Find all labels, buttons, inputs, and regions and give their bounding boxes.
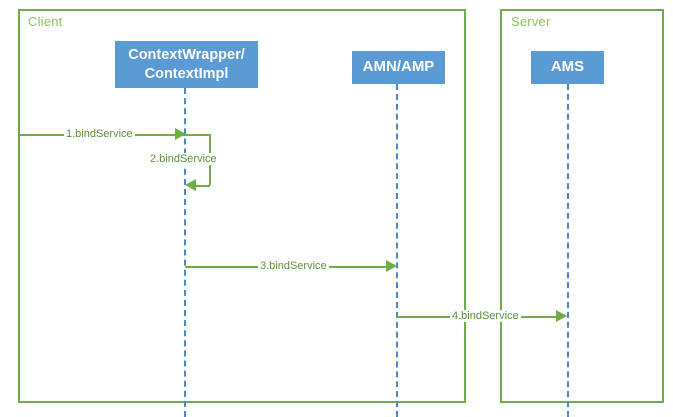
message-4-label: 4.bindService (450, 310, 521, 322)
lifeline-ams (567, 84, 569, 417)
frame-server (500, 9, 664, 403)
message-2-line-top (185, 134, 210, 136)
lifeline-context (184, 88, 186, 417)
frame-server-label: Server (511, 14, 551, 29)
lifeline-amn-amp (396, 84, 398, 417)
participant-context-wrapper[interactable]: ContextWrapper/ ContextImpl (115, 41, 258, 88)
message-2-arrowhead (185, 179, 196, 191)
participant-amn-amp[interactable]: AMN/AMP (352, 51, 445, 84)
message-4-arrowhead (556, 310, 567, 322)
participant-context-wrapper-label: ContextWrapper/ ContextImpl (128, 46, 245, 82)
frame-client-label: Client (28, 14, 63, 29)
message-2-label: 2.bindService (148, 153, 219, 165)
participant-amn-amp-label: AMN/AMP (362, 58, 435, 76)
message-3-label: 3.bindService (258, 260, 329, 272)
participant-context-wrapper-line1: ContextWrapper/ (128, 47, 245, 64)
message-3-arrowhead (386, 260, 397, 272)
participant-ams[interactable]: AMS (531, 51, 604, 84)
frame-client (18, 9, 466, 403)
message-2-line-bottom (195, 185, 210, 187)
participant-context-wrapper-line2: ContextImpl (144, 65, 229, 82)
message-1-label: 1.bindService (64, 128, 135, 140)
message-1-arrowhead (175, 128, 186, 140)
participant-ams-label: AMS (550, 58, 585, 76)
